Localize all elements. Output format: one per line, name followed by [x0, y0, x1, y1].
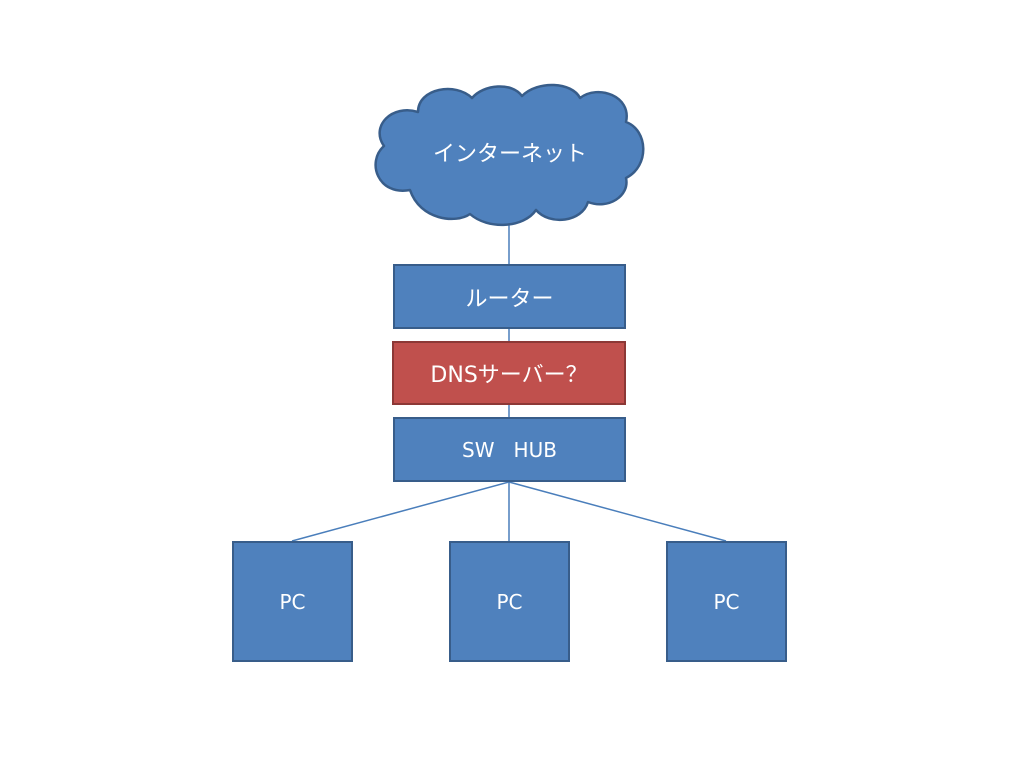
internet-label: インターネット: [432, 142, 587, 167]
pc-box-2: PC: [449, 541, 570, 662]
pc-box-1: PC: [232, 541, 353, 662]
internet-cloud: [374, 83, 645, 226]
dns-server-box: DNSサーバー？: [392, 341, 626, 405]
router-box: ルーター: [393, 264, 626, 329]
edge-hub-pc1: [291, 481, 510, 542]
pc-box-3: PC: [666, 541, 787, 662]
switch-hub-label: SW HUB: [462, 437, 557, 462]
pc-label-1: PC: [279, 589, 306, 614]
edge-hub-pc3: [508, 481, 727, 542]
router-label: ルーター: [465, 286, 554, 312]
dns-server-label: DNSサーバー？: [430, 363, 588, 388]
pc-label-2: PC: [496, 589, 523, 614]
switch-hub-box: SW HUB: [393, 417, 626, 482]
pc-label-3: PC: [713, 589, 740, 614]
